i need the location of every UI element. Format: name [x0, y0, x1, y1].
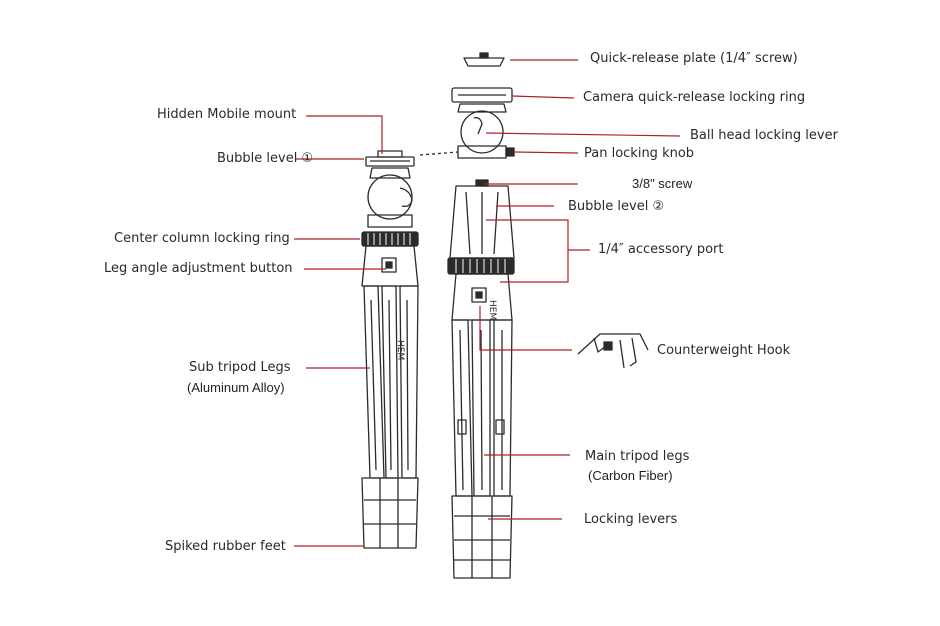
label-counterweight-hook: Counterweight Hook	[657, 343, 791, 358]
right-leg-3	[493, 319, 513, 497]
detached-ball-head	[451, 52, 515, 159]
right-tripod: HEM	[447, 179, 515, 579]
svg-text:HEM: HEM	[487, 300, 497, 320]
right-feet	[451, 495, 513, 579]
mount-clip	[377, 150, 403, 158]
ball-head-lever	[399, 187, 413, 208]
leg-angle-button	[381, 257, 397, 273]
leader-camera-ring	[511, 95, 575, 99]
center-column	[449, 185, 515, 259]
camera-locking-ring	[451, 87, 513, 103]
ball-head-sphere	[460, 110, 504, 154]
left-leg-3	[399, 285, 419, 479]
leader-counterweight	[479, 306, 572, 351]
leader-accessory-port	[486, 219, 569, 283]
label-locking-levers: Locking levers	[584, 512, 678, 527]
label-leg-angle-button: Leg angle adjustment button	[104, 261, 293, 276]
label-pan-locking-knob: Pan locking knob	[584, 146, 695, 161]
ball-head-locking-lever	[473, 116, 483, 135]
ball-head	[367, 174, 413, 220]
label-ball-head-locking-lever: Ball head locking lever	[690, 128, 838, 143]
label-sub-tripod-material: (Aluminum Alloy)	[187, 380, 285, 395]
screw-38	[475, 179, 489, 187]
left-feet	[361, 477, 419, 549]
right-locking-ring	[447, 257, 515, 275]
leader-hidden-mount	[306, 115, 383, 154]
label-bubble-level-2: Bubble level ②	[568, 199, 665, 214]
mount-connector	[419, 151, 459, 156]
label-quick-release-plate: Quick-release plate (1/4″ screw)	[590, 51, 798, 66]
ball-head-base	[367, 214, 413, 228]
label-hidden-mobile-mount: Hidden Mobile mount	[157, 107, 297, 122]
label-spiked-rubber-feet: Spiked rubber feet	[165, 539, 286, 554]
label-camera-locking-ring: Camera quick-release locking ring	[583, 90, 806, 105]
leader-pan-knob	[513, 151, 579, 154]
counterweight-hook-detail	[577, 333, 649, 369]
leader-ball-head-lever	[485, 132, 681, 137]
left-tripod: HEM	[361, 150, 419, 549]
label-bubble-level-1: Bubble level ①	[217, 151, 314, 166]
quick-release-plate	[463, 57, 505, 67]
label-main-tripod-legs: Main tripod legs	[585, 449, 690, 464]
label-accessory-port: 1/4″ accessory port	[598, 242, 724, 257]
label-center-column-ring: Center column locking ring	[114, 231, 290, 246]
label-sub-tripod-legs: Sub tripod Legs	[189, 360, 291, 375]
pan-base	[457, 145, 507, 159]
pan-locking-knob	[505, 147, 515, 157]
label-screw-38: 3/8" screw	[632, 176, 693, 191]
leader-lines	[294, 59, 681, 547]
svg-text:HEM: HEM	[395, 340, 405, 360]
ball-head-collar	[369, 167, 411, 179]
label-main-tripod-material: (Carbon Fiber)	[588, 468, 673, 483]
